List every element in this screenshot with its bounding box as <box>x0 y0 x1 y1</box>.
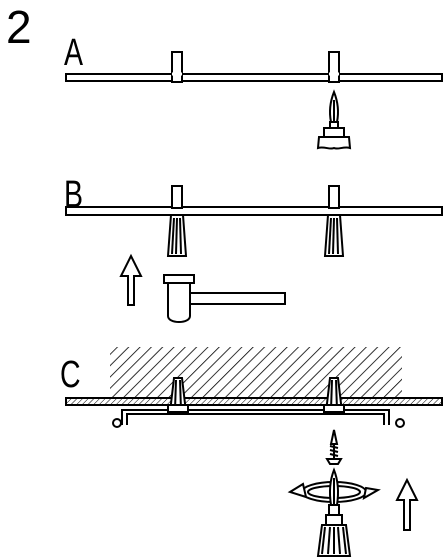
panel-a <box>65 51 443 150</box>
panel-c <box>65 347 443 557</box>
panel-label-b: B <box>64 174 84 216</box>
panel-board <box>65 397 443 406</box>
screwdriver-tool <box>316 467 352 557</box>
panel-b <box>65 185 443 323</box>
figure-number: 2 <box>6 1 32 53</box>
expanded-anchor-right <box>323 214 345 257</box>
rivet-tool-a <box>316 89 352 150</box>
up-arrow-icon <box>119 253 143 306</box>
rail-a <box>65 51 443 83</box>
anchor-left-c <box>167 377 189 413</box>
panel-label-c: C <box>60 354 81 396</box>
expanded-anchor-left <box>166 214 188 257</box>
hammer-icon <box>163 274 286 323</box>
rail-b <box>65 185 443 216</box>
panel-label-a: A <box>64 32 84 74</box>
mounting-bracket <box>112 409 405 428</box>
hatched-wall <box>110 347 402 397</box>
anchor-right-c <box>323 377 345 413</box>
up-arrow-icon <box>395 477 419 531</box>
screw-icon <box>325 429 343 465</box>
